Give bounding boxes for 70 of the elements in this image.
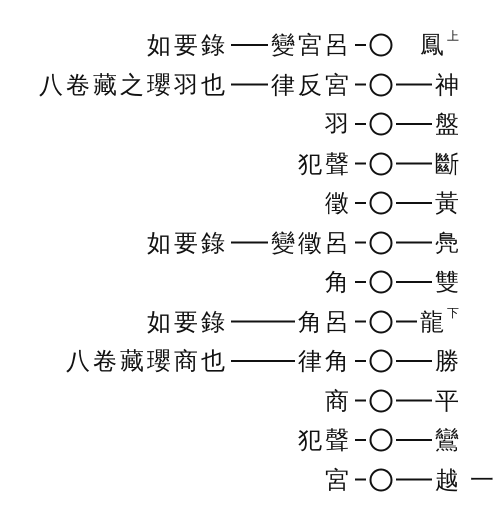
mode-text: 角呂 (298, 306, 352, 336)
mode-text: 八卷藏瓔商也 (66, 346, 228, 376)
connector-line (396, 162, 432, 164)
connector-line (355, 242, 366, 244)
mode-text: 犯聲 (298, 425, 352, 455)
pitch-name: 鸞 (435, 425, 462, 455)
circle-node (369, 152, 393, 176)
connector-line (355, 439, 366, 441)
pitch-name: 越 (435, 464, 462, 494)
mode-text: 徵 (325, 188, 352, 218)
connector-line (396, 123, 432, 125)
circle-node (369, 33, 393, 57)
mode-text: 商 (325, 386, 352, 416)
connector-line (355, 360, 366, 362)
connector-line (355, 202, 366, 204)
pitch-name: 平 (435, 386, 462, 416)
mode-text: 變宮呂 (271, 30, 352, 60)
circle-node (369, 310, 393, 334)
connector-line (231, 242, 268, 244)
connector-line (355, 400, 366, 402)
connector-line (355, 478, 366, 480)
pitch-name: 勝 (435, 346, 462, 376)
connector-line (396, 242, 432, 244)
pitch-name: 神 (435, 70, 462, 100)
circle-node (369, 112, 393, 136)
mode-text: 如要錄 (147, 306, 228, 336)
pitch-name: 鳳$^{上}$ (420, 30, 462, 60)
mode-text: 律反宮 (271, 70, 352, 100)
circle-node (369, 72, 393, 96)
connector-line (396, 320, 417, 322)
connector-line (231, 320, 295, 322)
pitch-name: 盤 (435, 109, 462, 139)
connector-line (396, 281, 432, 283)
circle-node (369, 468, 393, 492)
pitch-name: 龍$^{下}$ (420, 306, 462, 336)
connector-line (355, 44, 366, 46)
connector-line (231, 44, 268, 46)
mode-text: 八卷藏之瓔羽也 (39, 70, 228, 100)
connector-line (231, 360, 295, 362)
connector-line (231, 84, 268, 86)
mode-text: 律角 (298, 346, 352, 376)
mode-text: 如要錄 (147, 228, 228, 258)
connector-line (396, 439, 432, 441)
connector-line (355, 281, 366, 283)
connector-line (396, 478, 432, 480)
mode-text: 變徵呂 (271, 228, 352, 258)
circle-node (369, 428, 393, 452)
mode-text: 犯聲 (298, 148, 352, 178)
pitch-name: 黃 (435, 188, 462, 218)
connector-line (396, 84, 432, 86)
circle-node (369, 388, 393, 412)
mode-text: 羽 (325, 109, 352, 139)
connector-line (396, 360, 432, 362)
circle-node (369, 230, 393, 254)
beside-text: 一 (470, 464, 496, 494)
circle-node (369, 191, 393, 215)
mode-text: 宮 (325, 464, 352, 494)
pitch-name: 鳧 (435, 228, 462, 258)
pitch-name: 雙 (435, 267, 462, 297)
circle-node (369, 270, 393, 294)
connector-line (355, 84, 366, 86)
pitch-name: 斷 (435, 148, 462, 178)
connector-line (396, 400, 432, 402)
connector-line (355, 162, 366, 164)
mode-text: 如要錄 (147, 30, 228, 60)
connector-line (355, 320, 366, 322)
connector-line (396, 202, 432, 204)
mode-text: 角 (325, 267, 352, 297)
circle-node (369, 349, 393, 373)
connector-line (355, 123, 366, 125)
